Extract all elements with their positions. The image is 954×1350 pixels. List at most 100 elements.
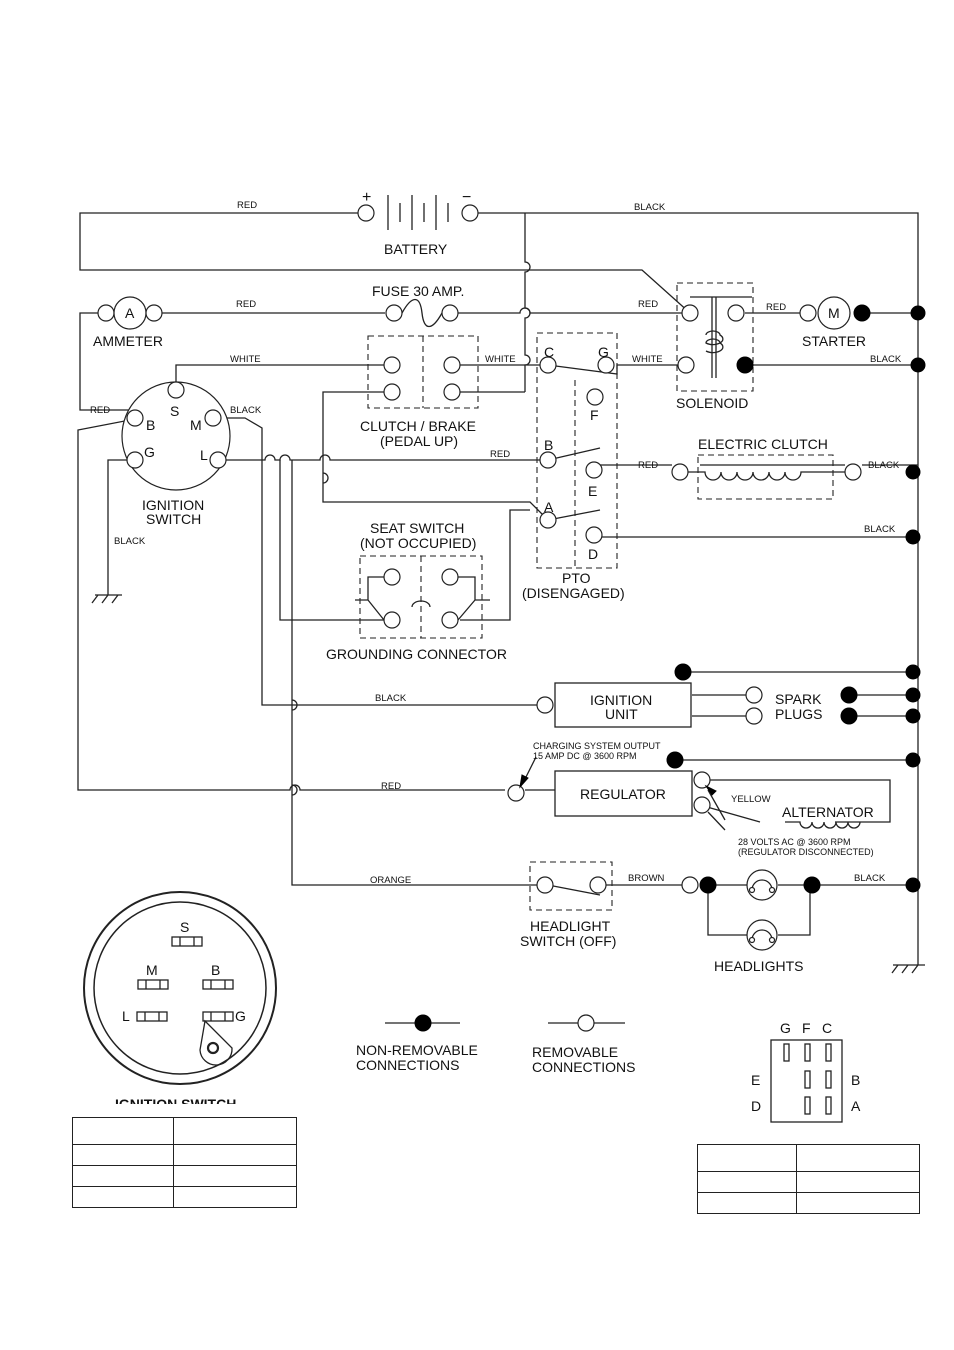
ammeter: A AMMETER RED: [93, 296, 256, 349]
solenoid-label: SOLENOID: [676, 395, 748, 411]
pto-terminal-g: G: [598, 344, 609, 360]
wire-label-red-ignition-b: RED: [90, 405, 110, 416]
wire-label-red-pto: RED: [490, 449, 510, 460]
electric-clutch: ELECTRIC CLUTCH RED BLACK: [638, 436, 921, 500]
wire-label-black-pto-d: BLACK: [864, 524, 896, 535]
wire-label-white-ignition: WHITE: [230, 354, 261, 365]
wire-label-black-ignition-unit: BLACK: [375, 693, 407, 704]
legend-removable-2: CONNECTIONS: [532, 1059, 635, 1075]
ignition-terminal-m: M: [190, 417, 202, 433]
clutch-brake-switch: CLUTCH / BRAKE (PEDAL UP) WHITE WHITE: [230, 335, 516, 449]
fuse: FUSE 30 AMP. RED: [372, 283, 658, 328]
battery-label: BATTERY: [384, 241, 448, 257]
pto-terminal-c: C: [544, 344, 554, 360]
clutch-brake-label-2: (PEDAL UP): [380, 433, 458, 449]
legend-non-removable-2: CONNECTIONS: [356, 1057, 459, 1073]
clutch-brake-label-1: CLUTCH / BRAKE: [360, 418, 476, 434]
legend-non-removable-1: NON-REMOVABLE: [356, 1042, 478, 1058]
alternator-volts-label-1: 28 VOLTS AC @ 3600 RPM: [738, 837, 851, 847]
wire-label-black-ignition-m: BLACK: [230, 405, 262, 416]
ignition-unit: IGNITION UNIT SPARK PLUGS BLACK: [375, 663, 921, 728]
seat-switch: SEAT SWITCH (NOT OCCUPIED) GROUNDING CON…: [326, 520, 507, 662]
wire-label-black-solenoid: BLACK: [870, 354, 902, 365]
connector-pin-e: E: [751, 1072, 760, 1088]
wire-label-yellow: YELLOW: [731, 794, 771, 805]
wire-label-brown: BROWN: [628, 873, 665, 884]
wire-label-red-starter: RED: [766, 302, 786, 313]
table-row: [697, 1192, 920, 1214]
wire-label-black-ground: BLACK: [114, 536, 146, 547]
alternator-label: ALTERNATOR: [782, 804, 874, 820]
charging-output-label-1: CHARGING SYSTEM OUTPUT: [533, 741, 661, 751]
wire-label-red-clutch: RED: [638, 460, 658, 471]
headlight-switch-label-2: SWITCH (OFF): [520, 933, 616, 949]
detail-terminal-g: G: [235, 1008, 246, 1024]
wire-label-black-headlights: BLACK: [854, 873, 886, 884]
connector-pin-d: D: [751, 1098, 761, 1114]
table-row: [697, 1144, 920, 1172]
seat-switch-label-1: SEAT SWITCH: [370, 520, 464, 536]
table-row: [72, 1117, 297, 1145]
pto-terminal-d: D: [588, 546, 598, 562]
ignition-switch-table: [72, 1117, 297, 1208]
regulator: REGULATOR ALTERNATOR CHARGING SYSTEM OUT…: [381, 741, 921, 857]
wires: [77, 212, 925, 974]
fuse-label: FUSE 30 AMP.: [372, 283, 464, 299]
wire-label-black-clutch: BLACK: [868, 460, 900, 471]
connector-pin-c: C: [822, 1020, 832, 1036]
electric-clutch-label: ELECTRIC CLUTCH: [698, 436, 828, 452]
ammeter-label: AMMETER: [93, 333, 163, 349]
pto-label-1: PTO: [562, 570, 591, 586]
pto-terminal-b: B: [544, 437, 553, 453]
ignition-terminal-s: S: [170, 403, 179, 419]
ignition-terminal-b: B: [146, 417, 155, 433]
connector-pin-b: B: [851, 1072, 860, 1088]
wire-label-black-battery: BLACK: [634, 202, 666, 213]
spark-plugs-label-1: SPARK: [775, 691, 822, 707]
pto-terminal-a: A: [544, 499, 554, 515]
battery-minus-label: −: [462, 189, 471, 206]
connector-pin-g: G: [780, 1020, 791, 1036]
headlight-switch-label-1: HEADLIGHT: [530, 918, 611, 934]
headlight-circuit: HEADLIGHT SWITCH (OFF) HEADLIGHTS ORANGE…: [370, 861, 921, 974]
battery: + − BATTERY RED BLACK: [237, 189, 666, 257]
ignition-switch: S B M G L IGNITION SWITCH RED BLACK BLAC…: [90, 381, 262, 547]
ignition-unit-label-1: IGNITION: [590, 692, 652, 708]
ignition-terminal-g: G: [144, 444, 155, 460]
table-row: [72, 1165, 297, 1187]
table-row: [697, 1171, 920, 1193]
ignition-switch-detail: S M B L G IGNITION SWITCH: [83, 891, 280, 1112]
pto-terminal-f: F: [590, 407, 599, 423]
alternator-volts-label-2: (REGULATOR DISCONNECTED): [738, 847, 874, 857]
wire-label-red-battery: RED: [237, 200, 257, 211]
grounding-connector-label: GROUNDING CONNECTOR: [326, 646, 507, 662]
starter: M STARTER: [799, 296, 926, 373]
headlights-label: HEADLIGHTS: [714, 958, 803, 974]
wire-label-red-fuse: RED: [638, 299, 658, 310]
detail-terminal-b: B: [211, 962, 220, 978]
regulator-label: REGULATOR: [580, 786, 666, 802]
pto-terminal-e: E: [588, 483, 597, 499]
charging-output-label-2: 15 AMP DC @ 3600 RPM: [533, 751, 637, 761]
spark-plugs-label-2: PLUGS: [775, 706, 822, 722]
ignition-unit-label-2: UNIT: [605, 706, 638, 722]
wire-label-white-solenoid: WHITE: [632, 354, 663, 365]
wire-label-red-regulator: RED: [381, 781, 401, 792]
ignition-switch-label-1: IGNITION: [142, 497, 204, 513]
solenoid: SOLENOID WHITE RED BLACK: [632, 282, 902, 411]
detail-terminal-m: M: [146, 962, 158, 978]
ammeter-symbol: A: [125, 305, 135, 321]
connector-pin-a: A: [851, 1098, 861, 1114]
table-row: [72, 1186, 297, 1208]
starter-label: STARTER: [802, 333, 866, 349]
pto-switch-table: [697, 1144, 920, 1214]
connector-pinout: G F C E B D A: [751, 1020, 861, 1123]
pto-label-2: (DISENGAGED): [522, 585, 625, 601]
seat-switch-label-2: (NOT OCCUPIED): [360, 535, 476, 551]
detail-terminal-l: L: [122, 1008, 130, 1024]
pto-switch: C G F B E A D PTO (DISENGAGED) RED BLACK: [490, 332, 921, 601]
wire-label-white-clutch: WHITE: [485, 354, 516, 365]
ignition-terminal-l: L: [200, 447, 208, 463]
table-row: [72, 1144, 297, 1166]
